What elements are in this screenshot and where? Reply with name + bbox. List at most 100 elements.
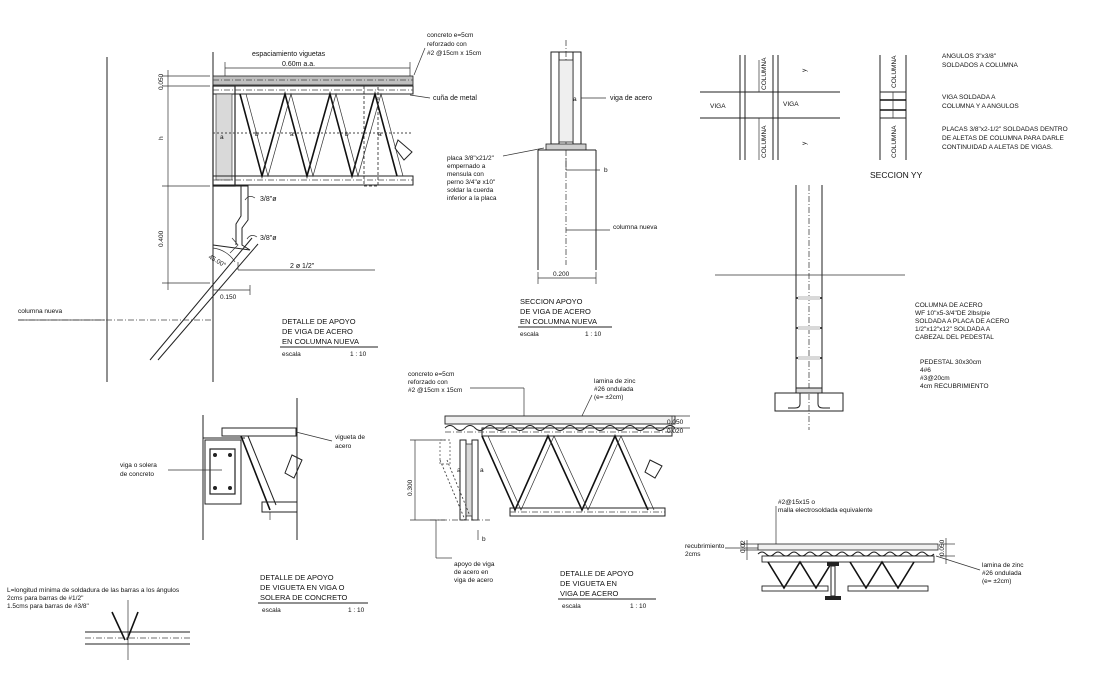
title-6-line1: DETALLE DE APOYO bbox=[560, 569, 634, 578]
web-b-2: b bbox=[345, 131, 349, 138]
dim-0200: 0.200 bbox=[553, 271, 570, 278]
plate-note-3: mensula con bbox=[447, 171, 484, 178]
apoyo-note-1: apoyo de viga bbox=[454, 561, 495, 568]
espaciamiento-label: espaciamiento viguetas bbox=[252, 51, 326, 58]
concrete2-1: concreto e=5cm bbox=[408, 371, 454, 378]
yy-note-3b: DE ALETAS DE COLUMNA PARA DARLE bbox=[942, 135, 1065, 142]
yy-note-2b: COLUMNA Y A ANGULOS bbox=[942, 103, 1019, 110]
angle-label: 45.00° bbox=[207, 253, 228, 270]
losa-zinc-2: #26 ondulada bbox=[982, 570, 1022, 577]
columna-note-4: 1/2"x12"x12" SOLDADA A bbox=[915, 326, 991, 333]
columna-note-5: CABEZAL DEL PEDESTAL bbox=[915, 334, 994, 341]
dim-0020: 0.020 bbox=[667, 428, 684, 435]
title-5-line3: SOLERA DE CONCRETO bbox=[260, 593, 348, 602]
zinc2-3: (e= ±2cm) bbox=[594, 394, 623, 401]
weld-note-2: 2cms para barras de #1/2" bbox=[7, 595, 84, 602]
yy-note-1b: SOLDADOS A COLUMNA bbox=[942, 62, 1019, 69]
detail-seccion-apoyo: a viga de acero placa 3/8"x21/2" emperna… bbox=[447, 40, 657, 338]
columna-label-3: COLUMNA bbox=[891, 55, 898, 88]
plate-note-5: soldar la cuerda bbox=[447, 187, 494, 194]
yy-note-1a: ANGULOS 3"x3/8" bbox=[942, 53, 997, 60]
title-5-line1: DETALLE DE APOYO bbox=[260, 573, 334, 582]
pedestal-3: #3@20cm bbox=[920, 375, 950, 382]
escala-6: escala bbox=[562, 603, 581, 610]
plate-note-6: inferior a la placa bbox=[447, 195, 497, 202]
yy-note-3a: PLACAS 3/8"x2-1/2" SOLDADAS DENTRO bbox=[942, 126, 1068, 133]
web-b-1: b bbox=[255, 131, 259, 138]
viga-solera-1: viga o solera bbox=[120, 462, 157, 469]
zinc2-2: #26 ondulada bbox=[594, 386, 634, 393]
columna-label-4: COLUMNA bbox=[891, 125, 898, 158]
pedestal-2: 4#6 bbox=[920, 367, 931, 374]
detail-columna-acero: COLUMNA DE ACERO WF 10"x5-3/4"DE 2lbs/pi… bbox=[715, 185, 1009, 430]
concrete-note-1: concreto e=5cm bbox=[427, 32, 473, 39]
weld-label-2: 3/8"ø bbox=[260, 235, 277, 242]
scale-6: 1 : 10 bbox=[630, 603, 647, 610]
title-1-line1: DETALLE DE APOYO bbox=[282, 317, 356, 326]
losa-dim-b: 0.050 bbox=[939, 539, 946, 556]
scale-5: 1 : 10 bbox=[348, 607, 365, 614]
concrete2-3: #2 @15cm x 15cm bbox=[408, 387, 462, 394]
dim-h: h bbox=[158, 136, 165, 140]
weld-label-1: 3/8"ø bbox=[260, 196, 277, 203]
plate-note-4: perno 3/4"ø x10" bbox=[447, 179, 496, 186]
columna-nueva-label: columna nueva bbox=[18, 308, 62, 315]
columna-note-3: SOLDADA A PLACA DE ACERO bbox=[915, 318, 1009, 325]
viga-right-label: VIGA bbox=[783, 101, 799, 108]
apoyo-a-2: a bbox=[480, 467, 484, 474]
web-a-1: a bbox=[220, 134, 224, 141]
losa-zinc-3: (e= ±2cm) bbox=[982, 578, 1011, 585]
columna-note-2: WF 10"x5-3/4"DE 2lbs/pie bbox=[915, 310, 990, 317]
dim-0300: 0.300 bbox=[407, 479, 414, 496]
viga-acero-label: viga de acero bbox=[610, 95, 652, 102]
detail-losa-section: #2@15x15 o malla electrosoldada equivale… bbox=[685, 499, 1024, 600]
columna-note-1: COLUMNA DE ACERO bbox=[915, 302, 983, 309]
scale-2: 1 : 10 bbox=[585, 331, 602, 338]
plate-note-1: placa 3/8"x21/2" bbox=[447, 155, 495, 162]
seccion-a: a bbox=[573, 96, 577, 103]
weld-note-detail: L=longitud mínima de soldadura de las ba… bbox=[7, 587, 190, 660]
yy-note-3c: CONTINUIDAD A ALETAS DE VIGAS. bbox=[942, 144, 1053, 151]
weld-note-1: L=longitud mínima de soldadura de las ba… bbox=[7, 587, 180, 594]
weld-note-3: 1.5cms para barras de #3/8" bbox=[7, 603, 89, 610]
dim-0050: 0.050 bbox=[158, 73, 165, 90]
y-top: y bbox=[801, 68, 808, 72]
seccion-b: b bbox=[604, 167, 608, 174]
wedge-label: cuña de metal bbox=[433, 95, 477, 102]
escala-5: escala bbox=[262, 607, 281, 614]
apoyo-note-2: de acero en bbox=[454, 569, 489, 576]
plate-note-2: empernado a bbox=[447, 163, 486, 170]
title-1-line2: DE VIGA DE ACERO bbox=[282, 327, 353, 336]
y-bottom: y bbox=[801, 141, 808, 145]
yy-note-2a: VIGA SOLDADA A bbox=[942, 94, 996, 101]
vigueta-label-1: vigueta de bbox=[335, 434, 365, 441]
viga-solera-2: de concreto bbox=[120, 471, 154, 478]
losa-zinc-1: lamina de zinc bbox=[982, 562, 1024, 569]
dim-0150: 0.150 bbox=[220, 294, 237, 301]
vigueta-label-2: acero bbox=[335, 443, 352, 450]
concrete2-2: reforzado con bbox=[408, 379, 448, 386]
title-1-line3: EN COLUMNA NUEVA bbox=[282, 337, 359, 346]
spacing-label: 0.60m a.a. bbox=[282, 61, 315, 68]
concrete-note-2: reforzado con bbox=[427, 41, 467, 48]
columna-label-2: COLUMNA bbox=[761, 125, 768, 158]
apoyo-note-3: viga de acero bbox=[454, 577, 493, 584]
malla-1: #2@15x15 o bbox=[778, 499, 815, 506]
bars-label: 2 ø 1/2" bbox=[290, 263, 315, 270]
escala-2: escala bbox=[520, 331, 539, 338]
scale-1: 1 : 10 bbox=[350, 351, 367, 358]
title-6-line2: DE VIGUETA EN bbox=[560, 579, 617, 588]
title-6-line3: VIGA DE ACERO bbox=[560, 589, 619, 598]
zinc2-1: lamina de zinc bbox=[594, 378, 636, 385]
title-2-line3: EN COLUMNA NUEVA bbox=[520, 317, 597, 326]
seccion-yy-title: SECCION YY bbox=[870, 170, 923, 180]
columna-nueva-2: columna nueva bbox=[613, 224, 657, 231]
concrete-note-3: #2 @15cm x 15cm bbox=[427, 50, 481, 57]
web-a-3: a bbox=[378, 131, 382, 138]
apoyo-b: b bbox=[482, 536, 486, 543]
losa-dim-a: 0.02 bbox=[740, 540, 747, 553]
recubrimiento-1: recubrimiento bbox=[685, 543, 725, 550]
detail-seccion-yy: VIGA VIGA COLUMNA COLUMNA y y COLUMNA CO… bbox=[700, 53, 1068, 180]
recubrimiento-2: 2cms bbox=[685, 551, 701, 558]
